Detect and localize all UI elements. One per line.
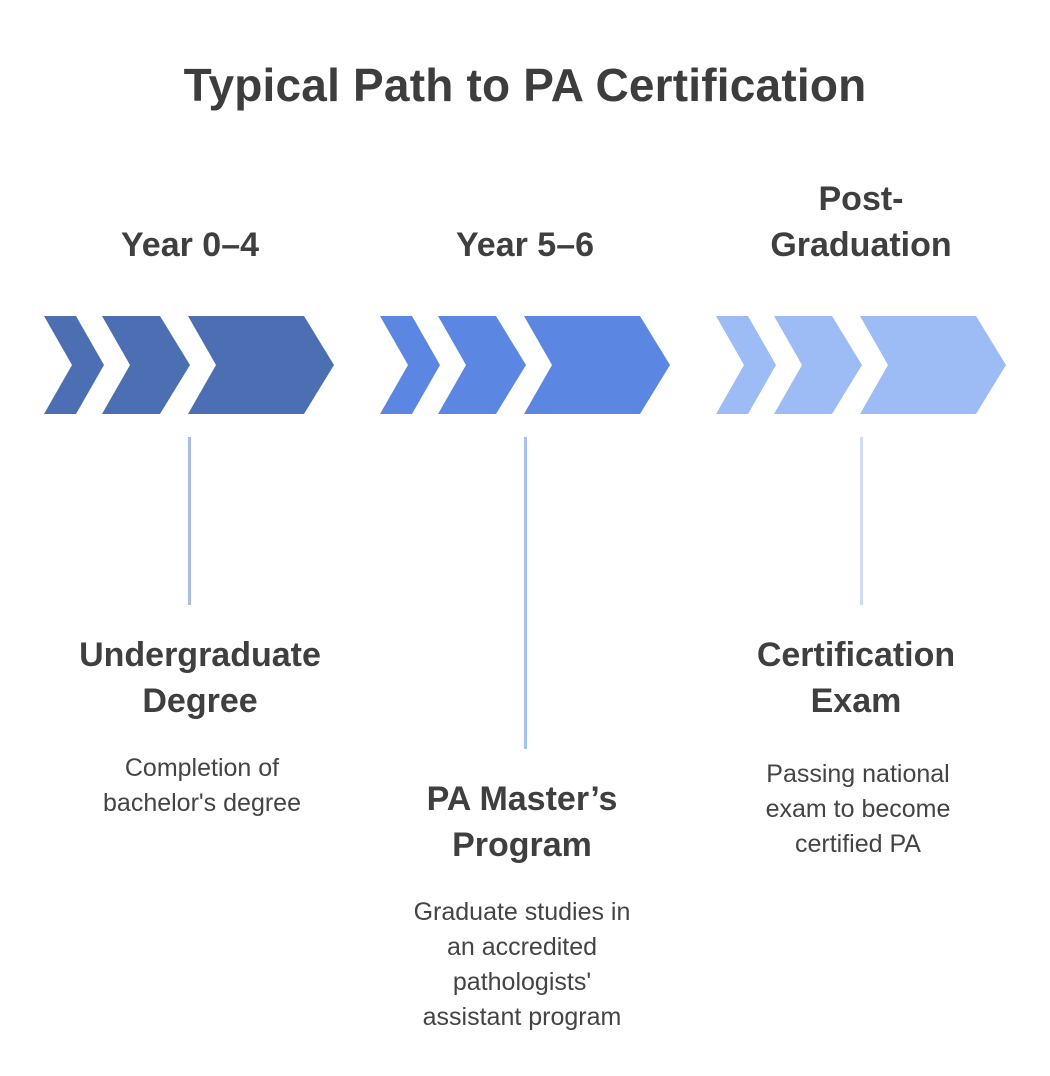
- milestone-title-undergraduate: Undergraduate Degree: [79, 636, 321, 720]
- milestone-desc-undergraduate: Completion of bachelor's degree: [103, 754, 301, 817]
- phase-1-chevron-large: [188, 316, 334, 414]
- phase-1-chevron-small-b: [102, 316, 190, 414]
- phase-1-chevron-small-a: [44, 316, 104, 414]
- phase-1-chevrons: [44, 316, 334, 414]
- milestone-title-certification: Certification Exam: [756, 636, 956, 720]
- phase-2-chevron-small-a: [380, 316, 440, 414]
- milestone-title-masters: PA Master’s Program: [426, 780, 618, 864]
- phase-3-chevron-small-a: [716, 316, 776, 414]
- phase-label-3: Post- Graduation: [770, 180, 952, 264]
- phase-3-chevron-large: [860, 316, 1006, 414]
- phase-label-2: Year 5–6: [455, 226, 595, 264]
- phase-2-chevrons: [380, 316, 670, 414]
- phase-2-chevron-large: [524, 316, 670, 414]
- phase-label-1: Year 0–4: [120, 226, 260, 264]
- phase-3-chevrons: [716, 316, 1006, 414]
- connector-1: [188, 437, 191, 605]
- phase-2-chevron-small-b: [438, 316, 526, 414]
- phase-3-chevron-small-b: [774, 316, 862, 414]
- connector-3: [860, 437, 863, 605]
- diagram-title: Typical Path to PA Certification: [183, 59, 867, 111]
- milestone-desc-certification: Passing national exam to become certifie…: [765, 760, 951, 858]
- milestone-desc-masters: Graduate studies in an accredited pathol…: [413, 898, 631, 1031]
- connector-2: [524, 437, 527, 749]
